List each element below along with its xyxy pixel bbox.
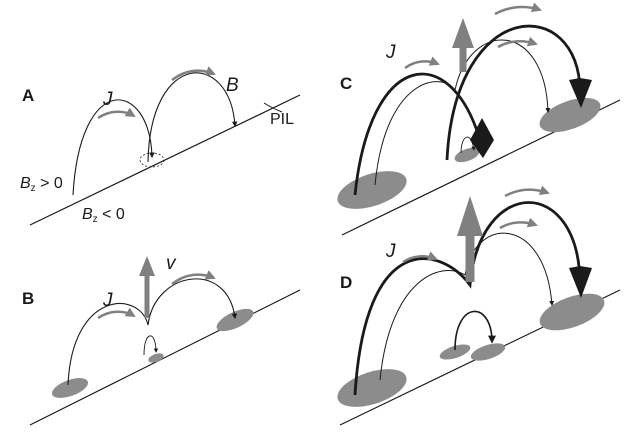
current-label-b: J xyxy=(103,290,113,311)
footpoint-right xyxy=(539,97,601,133)
polarity-inversion-line xyxy=(29,94,301,226)
panel-c-label: C xyxy=(340,74,353,93)
panel-c xyxy=(337,2,621,236)
bz-symbol: B xyxy=(20,175,31,192)
bz-subscript: z xyxy=(30,183,36,194)
panel-d-label: D xyxy=(340,273,353,292)
footpoint-left xyxy=(337,171,407,209)
bz-positive-value: > 0 xyxy=(40,175,63,192)
current-arrow-right-top xyxy=(494,2,542,16)
field-arrowhead-right xyxy=(569,266,592,298)
current-arrow-right-bottom xyxy=(497,36,538,49)
polarity-inversion-line xyxy=(29,289,301,426)
current-arrow-right-bottom xyxy=(499,217,538,230)
velocity-arrow-head xyxy=(139,256,155,276)
footpoint-center xyxy=(148,353,164,363)
footpoint-left xyxy=(51,378,89,398)
field-loop-sheared xyxy=(67,278,238,386)
field-loop-small xyxy=(460,136,476,154)
field-arrowhead-center xyxy=(470,118,494,158)
current-label-c: J xyxy=(386,42,396,63)
footpoint-right xyxy=(539,293,605,331)
current-arrow-right-top xyxy=(504,185,550,198)
panel-a xyxy=(29,66,301,226)
field-loop-thick xyxy=(353,201,582,396)
current-arrow-left xyxy=(404,56,440,70)
footpoint-center-right xyxy=(470,343,506,361)
bz-negative-value: < 0 xyxy=(102,206,125,223)
current-arrow-right xyxy=(171,270,216,286)
field-loop-thin xyxy=(379,232,555,381)
field-loop-thick-left xyxy=(353,72,482,196)
current-arrow-right xyxy=(171,66,216,82)
field-label-a: B xyxy=(226,75,239,96)
panel-d xyxy=(337,185,621,426)
bz-negative-label: Bz < 0 xyxy=(82,206,125,225)
field-loop-small xyxy=(454,310,496,351)
field-loop-small xyxy=(143,335,159,356)
field-arrowhead-right xyxy=(569,78,592,108)
current-arrow-left xyxy=(402,251,438,264)
bz-positive-label: Bz > 0 xyxy=(20,175,63,194)
footpoint-center-left xyxy=(439,344,471,360)
footpoint-right xyxy=(216,308,254,332)
current-arrow-left xyxy=(97,107,136,120)
panel-a-label: A xyxy=(22,86,35,105)
current-arrow-left xyxy=(97,307,136,320)
pil-leader-line xyxy=(263,102,283,113)
velocity-label: v xyxy=(166,253,176,274)
velocity-arrow-head xyxy=(457,196,483,236)
panel-b-label: B xyxy=(22,289,35,308)
footpoint-left xyxy=(337,369,407,407)
bz-subscript: z xyxy=(92,214,98,225)
field-loop-right xyxy=(147,72,238,163)
velocity-arrow-head xyxy=(452,18,474,48)
current-label-a: J xyxy=(103,89,113,110)
bz-symbol: B xyxy=(82,206,93,223)
field-loop-thick-right xyxy=(445,24,582,161)
pil-label: PIL xyxy=(270,111,295,128)
field-loop-left xyxy=(72,99,155,196)
panel-b xyxy=(29,256,301,426)
current-label-d: J xyxy=(386,241,396,262)
